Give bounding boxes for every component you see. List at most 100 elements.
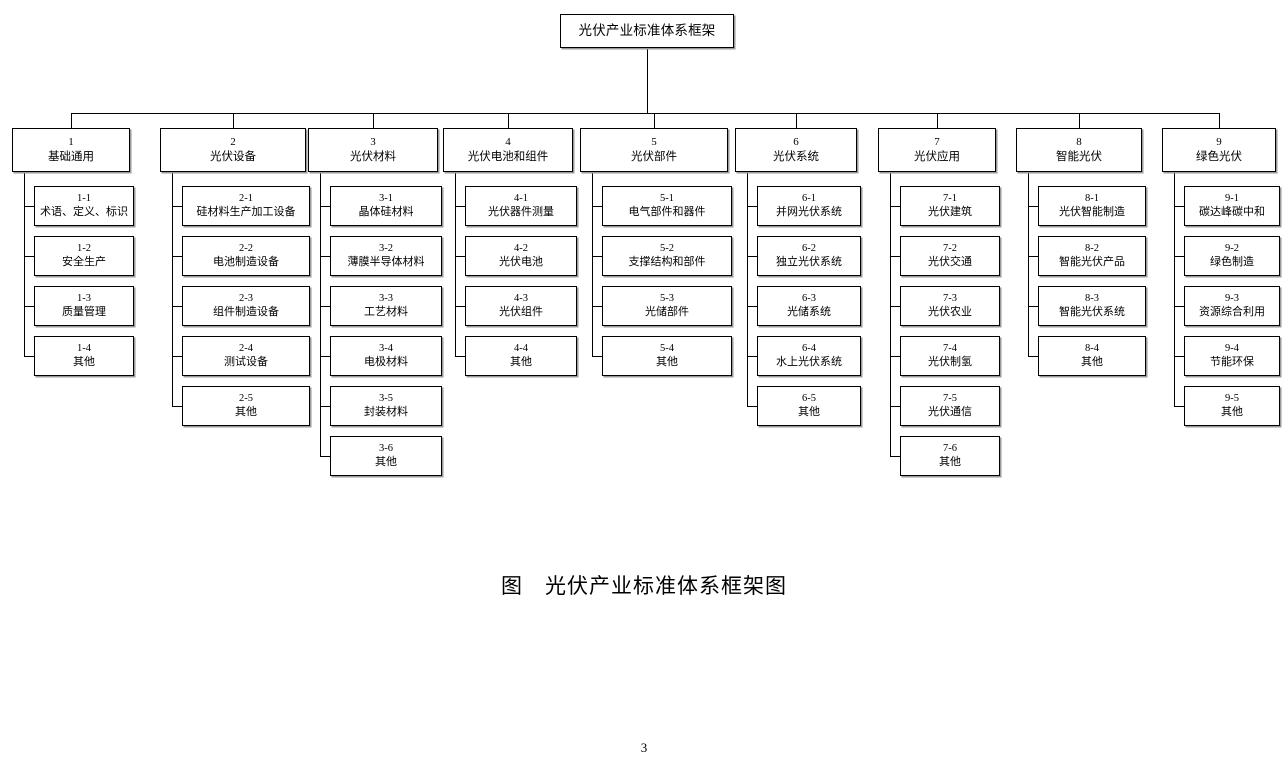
subcategory-node-code: 3-1 [379,192,393,204]
subcategory-node-label: 电池制造设备 [213,255,279,268]
subcategory-node-label: 光伏器件测量 [488,205,554,218]
level1-drop-4 [508,113,509,128]
category-node-label: 绿色光伏 [1196,150,1242,163]
root-node[interactable]: 光伏产业标准体系框架 [560,14,734,48]
subcategory-node-label: 其他 [73,355,95,368]
level1-drop-6 [796,113,797,128]
level1-drop-1 [71,113,72,128]
child-elbow-6-3 [747,306,757,307]
subcategory-node-label: 资源综合利用 [1199,305,1265,318]
child-elbow-3-4 [320,356,330,357]
subcategory-node-code: 1-4 [77,342,91,354]
subcategory-node-label: 光伏农业 [928,305,972,318]
subtree-spine-4 [455,172,456,356]
category-node-label: 智能光伏 [1056,150,1102,163]
category-node-label: 光伏应用 [914,150,960,163]
subcategory-node-label: 晶体硅材料 [358,205,414,218]
subcategory-node-code: 2-3 [239,292,253,304]
category-node-code: 8 [1076,136,1082,149]
subcategory-node-label: 测试设备 [224,355,268,368]
subcategory-node-code: 2-1 [239,192,253,204]
subcategory-node-label: 独立光伏系统 [776,255,842,268]
level1-drop-2 [233,113,234,128]
subcategory-node-code: 6-1 [802,192,816,204]
subcategory-node-code: 4-2 [514,242,528,254]
child-elbow-8-2 [1028,256,1038,257]
subcategory-node-code: 7-2 [943,242,957,254]
category-node-code: 9 [1216,136,1222,149]
root-node-label: 光伏产业标准体系框架 [578,22,716,38]
category-node-label: 光伏电池和组件 [467,150,549,163]
subcategory-node-code: 4-1 [514,192,528,204]
child-elbow-5-3 [592,306,602,307]
category-node-code: 5 [651,136,657,149]
subtree-spine-6 [747,172,748,406]
child-elbow-7-6 [890,456,900,457]
subcategory-node-label: 电气部件和器件 [628,205,706,218]
child-elbow-5-1 [592,206,602,207]
child-elbow-8-1 [1028,206,1038,207]
subcategory-node-label: 碳达峰碳中和 [1199,205,1265,218]
subcategory-node-label: 电极材料 [364,355,408,368]
subcategory-node-code: 6-3 [802,292,816,304]
category-node-label: 光伏材料 [350,150,396,163]
subcategory-node-label: 其他 [656,355,678,368]
subcategory-node-label: 光伏交通 [928,255,972,268]
child-elbow-1-4 [24,356,34,357]
subcategory-node-code: 8-2 [1085,242,1099,254]
category-node-label: 基础通用 [48,150,94,163]
